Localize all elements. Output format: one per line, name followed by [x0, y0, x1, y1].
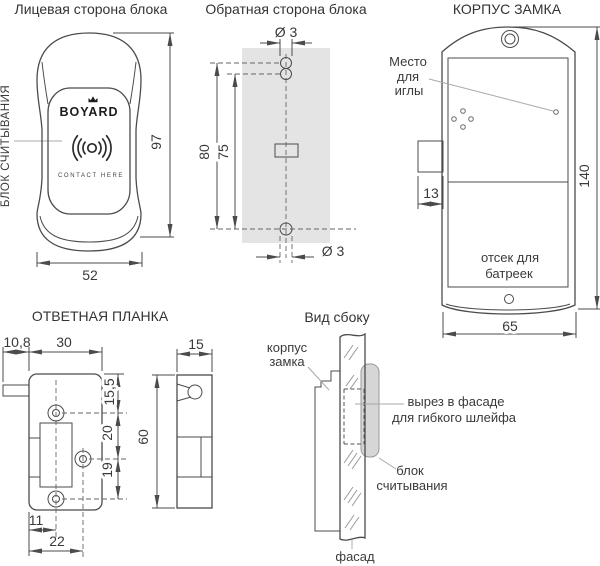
dim-mid-offset: 20	[99, 425, 115, 441]
dim-plate-width: 30	[56, 334, 72, 350]
lock-body-inner-curve	[445, 303, 571, 311]
dim-body-height: 140	[576, 164, 592, 188]
lock-body-inner-rect	[447, 57, 569, 288]
back-view-title: Обратная сторона блока	[205, 1, 367, 17]
strike-side-lip	[28, 437, 41, 478]
needle-target-hole	[553, 109, 559, 115]
strike-plate-view: ОТВЕТНАЯ ПЛАНКА 10,8 30 15,5 20 19	[2, 308, 213, 558]
needle-leader-line	[428, 78, 554, 112]
hang-hole-inner	[504, 33, 516, 45]
facade-label: фасад	[335, 549, 375, 564]
dim-tab-width: 10,8	[3, 334, 30, 350]
glass-hatching	[343, 344, 362, 531]
dim-side-width: 15	[188, 336, 204, 352]
crown-icon	[88, 96, 98, 103]
brand-logo-text: BOYARD	[59, 105, 118, 119]
needle-label-1: Место	[389, 54, 427, 69]
body-leader-line	[307, 366, 330, 391]
lock-body-side-outline	[314, 370, 340, 532]
dim-top-offset: 15,5	[101, 378, 117, 405]
dim-bottom-left: 11	[29, 512, 44, 528]
dim-side-height: 60	[135, 429, 151, 445]
dim-bottom-mid: 22	[49, 533, 65, 549]
latch-bolt	[417, 140, 444, 173]
mount-hole-top2	[280, 68, 292, 80]
strike-pin	[187, 384, 203, 400]
lock-body-view: КОРПУС ЗАМКА Место для иглы отсек для ба…	[389, 1, 600, 338]
contact-here-label: CONTACT HERE	[58, 173, 124, 179]
cutout-label-2: для гибкого шлейфа	[392, 410, 517, 425]
hood-curve-right	[129, 61, 137, 105]
strike-plate-title: ОТВЕТНАЯ ПЛАНКА	[32, 308, 169, 324]
hood-curve-left	[41, 61, 49, 105]
contactless-icon	[72, 134, 112, 162]
front-view-title: Лицевая сторона блока	[15, 1, 168, 17]
strike-side-block	[200, 436, 213, 478]
hang-hole-outer	[501, 30, 519, 48]
reader-label-1: блок	[396, 463, 424, 478]
body-label-2: замка	[269, 354, 305, 369]
bottom-contour	[39, 215, 139, 243]
battery-label-2: батреек	[485, 266, 533, 281]
pin-wedge-line	[176, 396, 192, 402]
reader-block-side-label: БЛОК СЧИТЫВАНИЯ	[0, 85, 12, 207]
strike-plate-side	[176, 374, 213, 509]
pin-wedge-line	[176, 383, 191, 389]
reader-outer-shell	[36, 32, 142, 252]
dim-back-inner: 75	[215, 144, 231, 160]
connector-slot	[274, 143, 299, 158]
battery-label-1: отсек для	[481, 250, 539, 265]
front-view: Лицевая сторона блока БЛОК СЧИТЫВАНИЯ BO…	[0, 1, 174, 283]
reader-face-panel	[47, 87, 131, 215]
dim-hole-bottom: Ø 3	[322, 243, 345, 259]
reader-leader-line2	[378, 457, 397, 470]
strike-tab	[2, 384, 30, 397]
dim-latch: 13	[423, 185, 439, 201]
dim-front-height: 97	[148, 134, 164, 150]
strike-screw-holes	[47, 404, 92, 508]
needle-label-3: иглы	[395, 83, 424, 98]
side-view: Вид сбоку корпус замка вырез в фас	[267, 309, 517, 564]
reader-label-2: считывания	[376, 478, 447, 493]
dim-front-width: 52	[82, 267, 98, 283]
cutout-label-1: вырез в фасаде	[408, 394, 505, 409]
dim-low-offset: 19	[99, 462, 115, 478]
facade-strip	[339, 332, 366, 541]
battery-cover-hole	[504, 294, 514, 304]
facade-cutout-dashes	[343, 388, 365, 445]
lock-body-outline	[441, 26, 576, 315]
needle-holes	[451, 108, 474, 130]
back-view: Обратная сторона блока 80 75 Ø 3 Ø 3	[193, 1, 367, 263]
dim-body-width: 65	[502, 318, 518, 334]
body-label-1: корпус	[267, 340, 308, 355]
dim-hole-top: Ø 3	[275, 24, 298, 40]
mount-hole-bottom	[279, 222, 293, 236]
dim-back-outer: 80	[196, 144, 212, 160]
lock-body-title: КОРПУС ЗАМКА	[453, 1, 562, 17]
side-view-title: Вид сбоку	[304, 309, 369, 325]
needle-label-2: для	[397, 69, 419, 84]
